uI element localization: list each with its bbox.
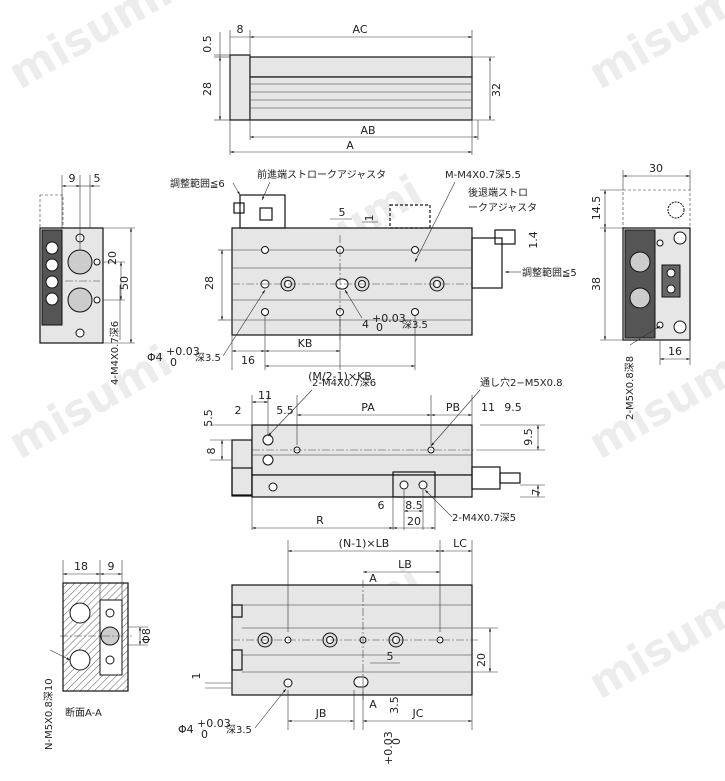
- dim-pb: PB: [446, 401, 460, 414]
- section-a-a: 18 9 Φ8 N-M5X0.8深10 断面A-A: [43, 560, 153, 750]
- label-2-m4-bottom: 2-M4X0.7深5: [452, 512, 516, 524]
- dim-ac: AC: [352, 23, 367, 36]
- right-end-view: 30 14.5 38 16 2-M5X0.8深8: [590, 162, 691, 420]
- dim-18: 18: [74, 560, 88, 573]
- dim-0-5: 0.5: [201, 35, 214, 53]
- dim-jc: JC: [412, 707, 424, 720]
- label-2-m5-side: 2-M5X0.8深8: [624, 356, 636, 420]
- front-view: 28 16 KB (M/2-1)×KB 5 1 1.4 調整範囲≦6 前進端スト…: [147, 168, 577, 383]
- dim-pa: PA: [361, 401, 375, 414]
- dim-5-front: 5: [339, 206, 346, 219]
- dim-1-front: 1: [363, 215, 376, 222]
- label-adjust-5: 調整範囲≦5: [522, 266, 577, 279]
- label-tol-zero-v: 0: [390, 738, 403, 745]
- dim-9-5-right: 9.5: [522, 428, 535, 446]
- label-tol-zero-mid: 0: [376, 321, 383, 334]
- dim-8-side: 8: [205, 448, 218, 455]
- dim-5-left: 5: [94, 172, 101, 185]
- dim-phi8: Φ8: [140, 628, 153, 644]
- label-through-hole: 通し穴2−M5X0.8: [480, 376, 563, 389]
- label-tol-zero-front: 0: [170, 356, 177, 369]
- dim-16-right: 16: [668, 345, 682, 358]
- label-depth-bottom: 深3.5: [226, 724, 252, 736]
- label-tol-zero-bottom: 0: [201, 728, 208, 741]
- watermark-2: misumi: [580, 0, 725, 100]
- dim-11b-side: 11: [481, 401, 495, 414]
- dim-lb: LB: [398, 558, 412, 571]
- dim-7: 7: [530, 489, 543, 496]
- dim-8: 8: [237, 23, 244, 36]
- label-depth-mid: 深3.5: [402, 319, 428, 331]
- dim-a-bottom: A: [369, 698, 377, 711]
- dim-jb: JB: [315, 707, 327, 720]
- label-n-m5: N-M5X0.8深10: [43, 678, 55, 750]
- dim-20-left: 20: [106, 251, 119, 265]
- watermark-5: misumi: [580, 336, 725, 470]
- dim-1-4: 1.4: [527, 231, 540, 249]
- dim-1-bottom: 1: [190, 673, 203, 680]
- top-view: 8 AC 0.5 28 32 AB A: [201, 23, 503, 155]
- watermark-7: misumi: [580, 576, 725, 710]
- dim-20-bottom: 20: [475, 653, 488, 667]
- dim-r: R: [316, 514, 324, 527]
- dim-3-5-bottom: 3.5: [388, 696, 401, 714]
- dim-a-top: A: [369, 572, 377, 585]
- dim-ab: AB: [360, 124, 375, 137]
- side-view: 11 2 5.5 PA PB 11 9.5 5.5 8 9.5 7 R 6 8.…: [202, 376, 563, 530]
- dim-m2kb: (M/2-1)×KB: [308, 370, 372, 383]
- dim-lc: LC: [453, 537, 467, 550]
- dim-9-5-top: 9.5: [504, 401, 522, 414]
- label-tol-plus-mid: +0.03: [372, 312, 406, 325]
- dim-6-side: 6: [378, 499, 385, 512]
- dim-5-5b-side: 5.5: [202, 409, 215, 427]
- dim-30: 30: [649, 162, 663, 175]
- dim-a: A: [346, 139, 354, 152]
- dim-32: 32: [490, 83, 503, 97]
- label-tol-plus-front: +0.03: [166, 345, 200, 358]
- dim-9-section: 9: [108, 560, 115, 573]
- label-rear-stroke-1: 後退端ストロ: [468, 186, 528, 199]
- label-2-m4-top: 2-M4X0.7深6: [312, 377, 376, 389]
- label-front-stroke: 前進端ストロークアジャスタ: [257, 168, 386, 181]
- label-section: 断面A-A: [65, 706, 102, 719]
- dim-5-5-side: 5.5: [276, 404, 294, 417]
- dim-9: 9: [69, 172, 76, 185]
- dim-50: 50: [118, 276, 131, 290]
- dim-5-bottom: 5: [387, 650, 394, 663]
- dim-n1lb: (N-1)×LB: [339, 537, 390, 550]
- dim-16-front: 16: [241, 354, 255, 367]
- label-4-m4: 4-M4X0.7深6: [109, 321, 121, 385]
- dim-28-front: 28: [203, 276, 216, 290]
- label-4-mid: 4: [362, 318, 369, 331]
- bottom-view: (N-1)×LB LC LB A 20 5 1 JB A JC 3.5 +0.0…: [178, 537, 498, 765]
- label-rear-stroke-2: ークアジャスタ: [468, 202, 537, 214]
- dim-8-5: 8.5: [405, 499, 423, 512]
- dim-14-5: 14.5: [590, 196, 603, 221]
- label-phi4-front: Φ4: [147, 351, 163, 364]
- label-adjust-6: 調整範囲≦6: [170, 177, 225, 190]
- dim-20-side: 20: [407, 515, 421, 528]
- dim-28-top: 28: [201, 82, 214, 96]
- label-tol-plus-v: +0.03: [382, 731, 395, 765]
- label-m-m4: M-M4X0.7深5.5: [445, 169, 521, 181]
- label-tol-plus-bottom: +0.03: [197, 717, 231, 730]
- label-phi4-bottom: Φ4: [178, 723, 194, 736]
- left-end-view: 9 5 20 50 4-M4X0.7深6: [39, 172, 135, 385]
- label-depth-front: 深3.5: [195, 352, 221, 364]
- dim-38: 38: [590, 277, 603, 291]
- dim-11-side: 11: [258, 389, 272, 402]
- dim-kb: KB: [298, 337, 313, 350]
- watermark-1: misumi: [0, 0, 181, 100]
- dim-2-side: 2: [235, 404, 242, 417]
